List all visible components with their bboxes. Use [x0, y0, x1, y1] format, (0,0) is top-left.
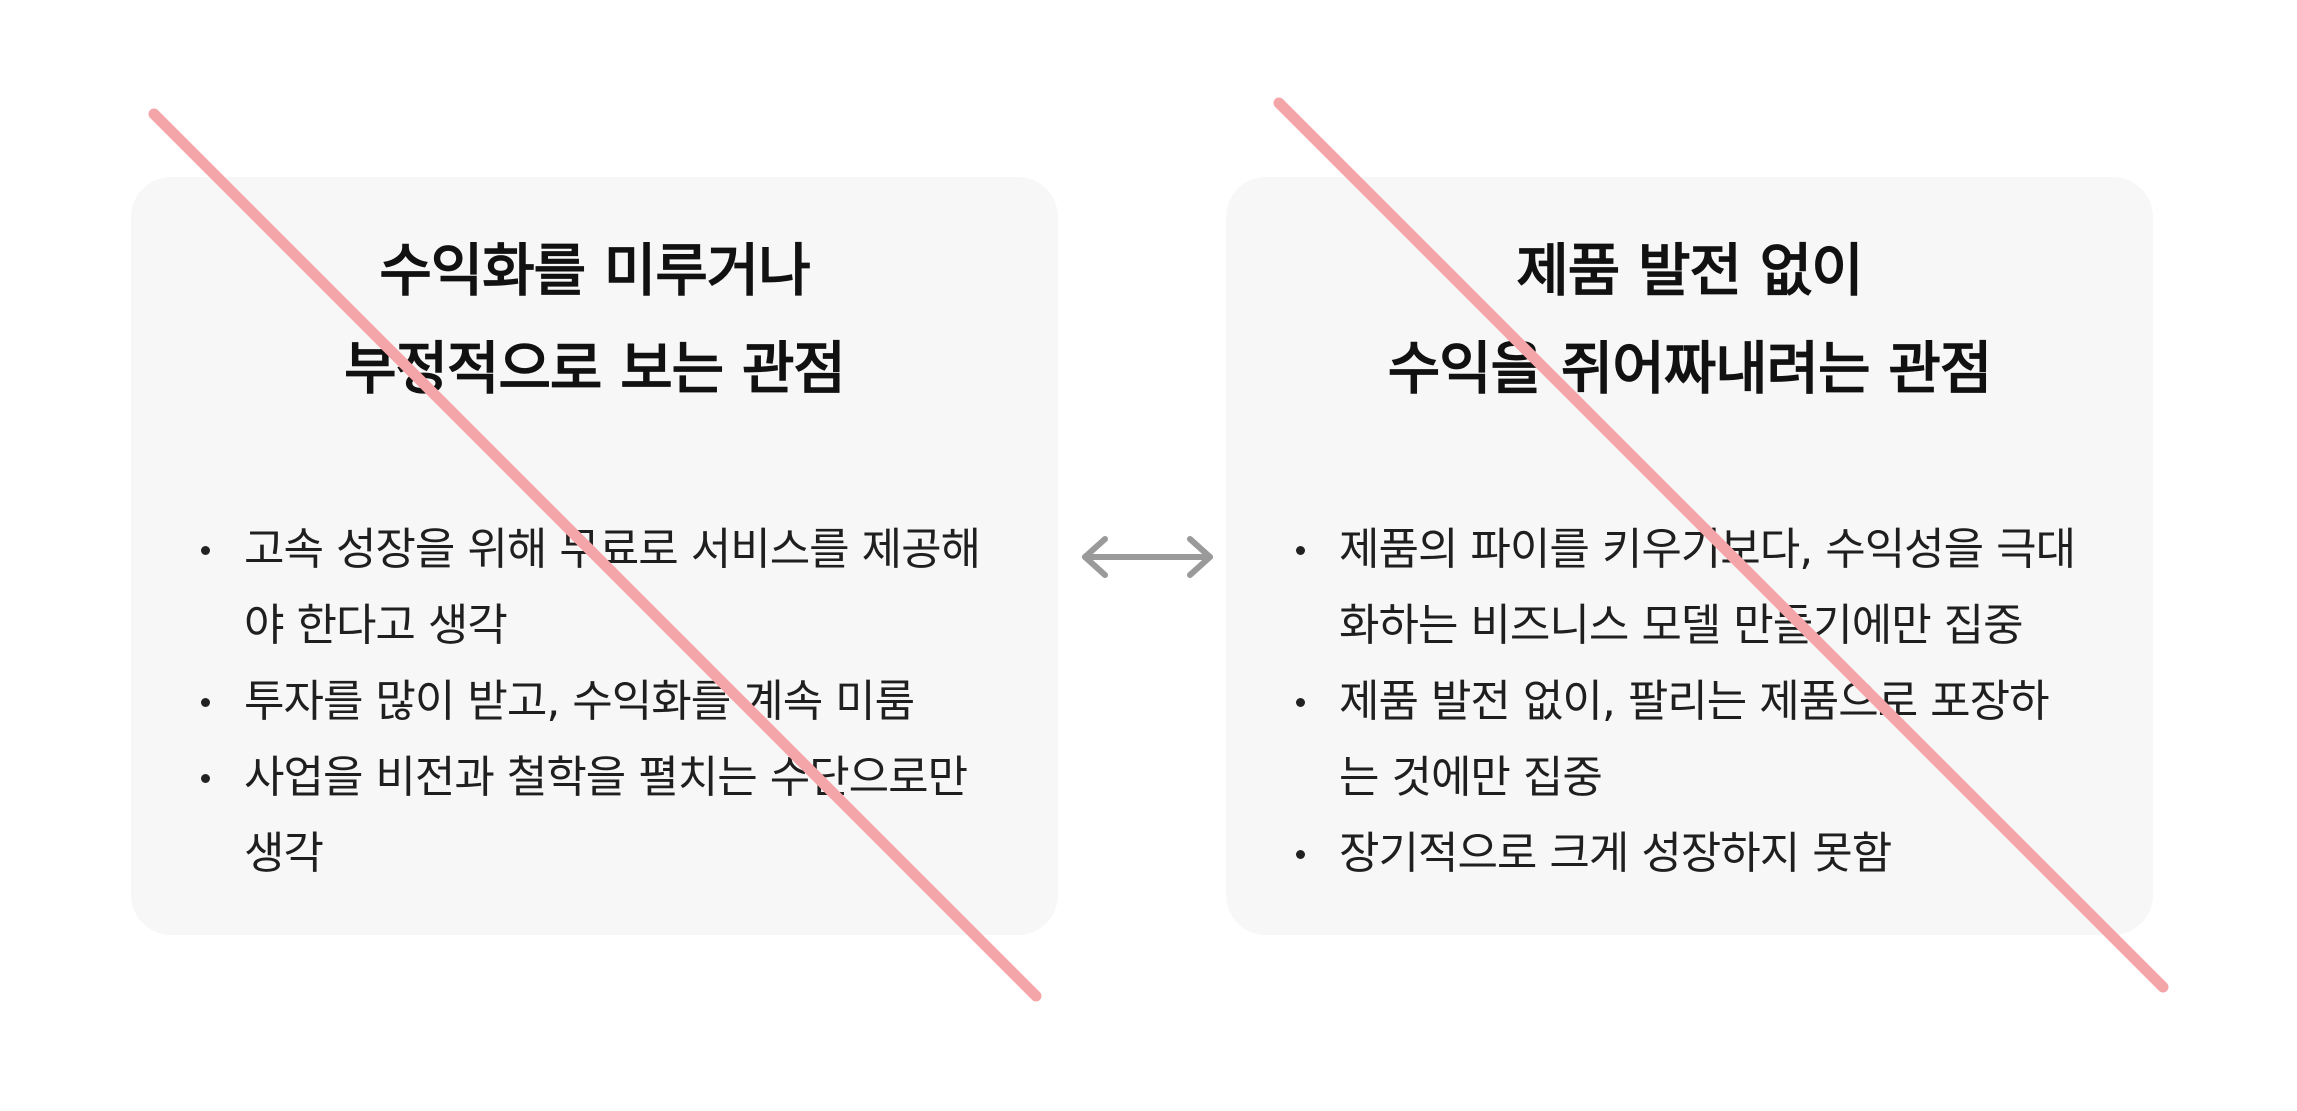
bullet-dot-icon [201, 774, 210, 783]
left-card-title: 수익화를 미루거나 부정적으로 보는 관점 [131, 222, 1058, 418]
bullet-text-line: 생각 [244, 828, 324, 879]
bullet-text-line: 고속 성장을 위해 무료로 서비스를 제공해 [244, 524, 981, 575]
right-bullet-item-2: 제품 발전 없이, 팔리는 제품으로 포장하 는 것에만 집중 [1296, 664, 2113, 816]
right-bullet-item-1: 제품의 파이를 키우기보다, 수익성을 극대 화하는 비즈니스 모델 만들기에만… [1296, 512, 2113, 664]
bullet-text: 고속 성장을 위해 무료로 서비스를 제공해 야 한다고 생각 [244, 512, 1018, 664]
bullet-dot-icon [1296, 698, 1305, 707]
bullet-dot-icon [201, 698, 210, 707]
left-bullet-item-1: 고속 성장을 위해 무료로 서비스를 제공해 야 한다고 생각 [201, 512, 1018, 664]
bullet-text-line: 는 것에만 집중 [1339, 752, 1603, 803]
right-card-title-line-1: 제품 발전 없이 [1516, 238, 1863, 304]
right-perspective-card: 제품 발전 없이 수익을 쥐어짜내려는 관점 제품의 파이를 키우기보다, 수익… [1226, 177, 2153, 935]
bullet-text: 사업을 비전과 철학을 펼치는 수단으로만 생각 [244, 740, 1018, 892]
bullet-dot-icon [201, 546, 210, 555]
right-card-title-line-2: 수익을 쥐어짜내려는 관점 [1387, 336, 1993, 402]
bullet-text: 장기적으로 크게 성장하지 못함 [1339, 816, 2113, 892]
bullet-text: 투자를 많이 받고, 수익화를 계속 미룸 [244, 664, 1018, 740]
bullet-text-line: 야 한다고 생각 [244, 600, 508, 651]
right-card-bullet-list: 제품의 파이를 키우기보다, 수익성을 극대 화하는 비즈니스 모델 만들기에만… [1296, 512, 2113, 892]
left-card-title-line-2: 부정적으로 보는 관점 [344, 336, 846, 402]
bullet-text: 제품의 파이를 키우기보다, 수익성을 극대 화하는 비즈니스 모델 만들기에만… [1339, 512, 2113, 664]
bullet-text-line: 제품의 파이를 키우기보다, 수익성을 극대 [1339, 524, 2076, 575]
left-perspective-card: 수익화를 미루거나 부정적으로 보는 관점 고속 성장을 위해 무료로 서비스를… [131, 177, 1058, 935]
right-card-title: 제품 발전 없이 수익을 쥐어짜내려는 관점 [1226, 222, 2153, 418]
right-bullet-item-3: 장기적으로 크게 성장하지 못함 [1296, 816, 2113, 892]
double-arrow-icon [1082, 536, 1213, 578]
bullet-text: 제품 발전 없이, 팔리는 제품으로 포장하 는 것에만 집중 [1339, 664, 2113, 816]
left-card-bullet-list: 고속 성장을 위해 무료로 서비스를 제공해 야 한다고 생각 투자를 많이 받… [201, 512, 1018, 892]
bullet-text-line: 화하는 비즈니스 모델 만들기에만 집중 [1339, 600, 2024, 651]
bullet-dot-icon [1296, 546, 1305, 555]
bullet-text-line: 사업을 비전과 철학을 펼치는 수단으로만 [244, 752, 968, 803]
left-bullet-item-3: 사업을 비전과 철학을 펼치는 수단으로만 생각 [201, 740, 1018, 892]
bullet-text-line: 장기적으로 크게 성장하지 못함 [1339, 828, 1892, 879]
bullet-text-line: 제품 발전 없이, 팔리는 제품으로 포장하 [1339, 676, 2050, 727]
bullet-text-line: 투자를 많이 받고, 수익화를 계속 미룸 [244, 676, 915, 727]
left-card-title-line-1: 수익화를 미루거나 [379, 238, 810, 304]
bullet-dot-icon [1296, 850, 1305, 859]
left-bullet-item-2: 투자를 많이 받고, 수익화를 계속 미룸 [201, 664, 1018, 740]
